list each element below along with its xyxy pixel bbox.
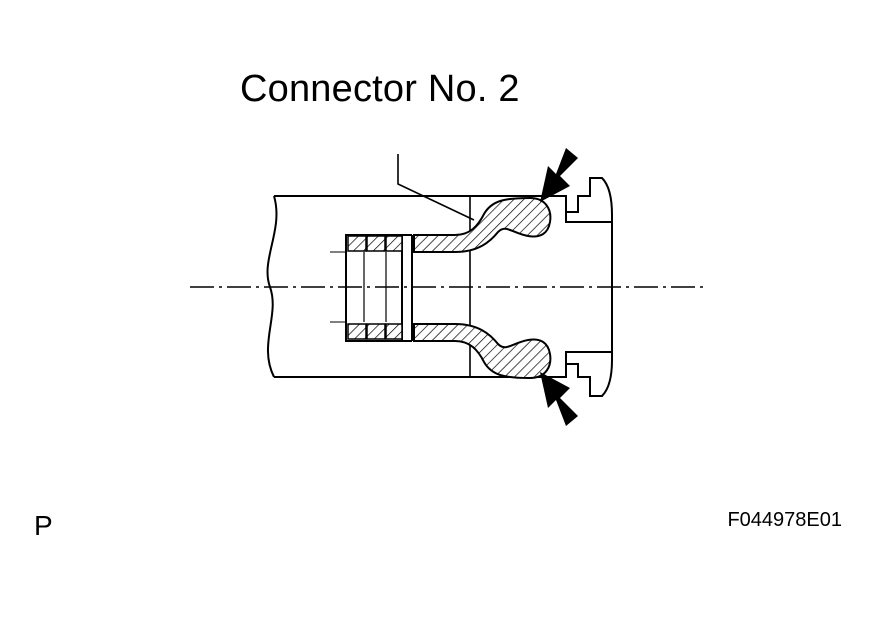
arrow-down-left-icon bbox=[540, 148, 578, 202]
diagram-title: Connector No. 2 bbox=[240, 68, 520, 110]
arrow-up-left-icon bbox=[540, 372, 578, 426]
leader-line bbox=[397, 154, 475, 221]
claw-upper-section bbox=[413, 196, 552, 253]
claw-lower-section bbox=[413, 323, 552, 380]
figure-code: F044978E01 bbox=[727, 509, 842, 531]
corner-mark: P bbox=[34, 510, 53, 541]
o-ring-seals bbox=[347, 235, 403, 340]
